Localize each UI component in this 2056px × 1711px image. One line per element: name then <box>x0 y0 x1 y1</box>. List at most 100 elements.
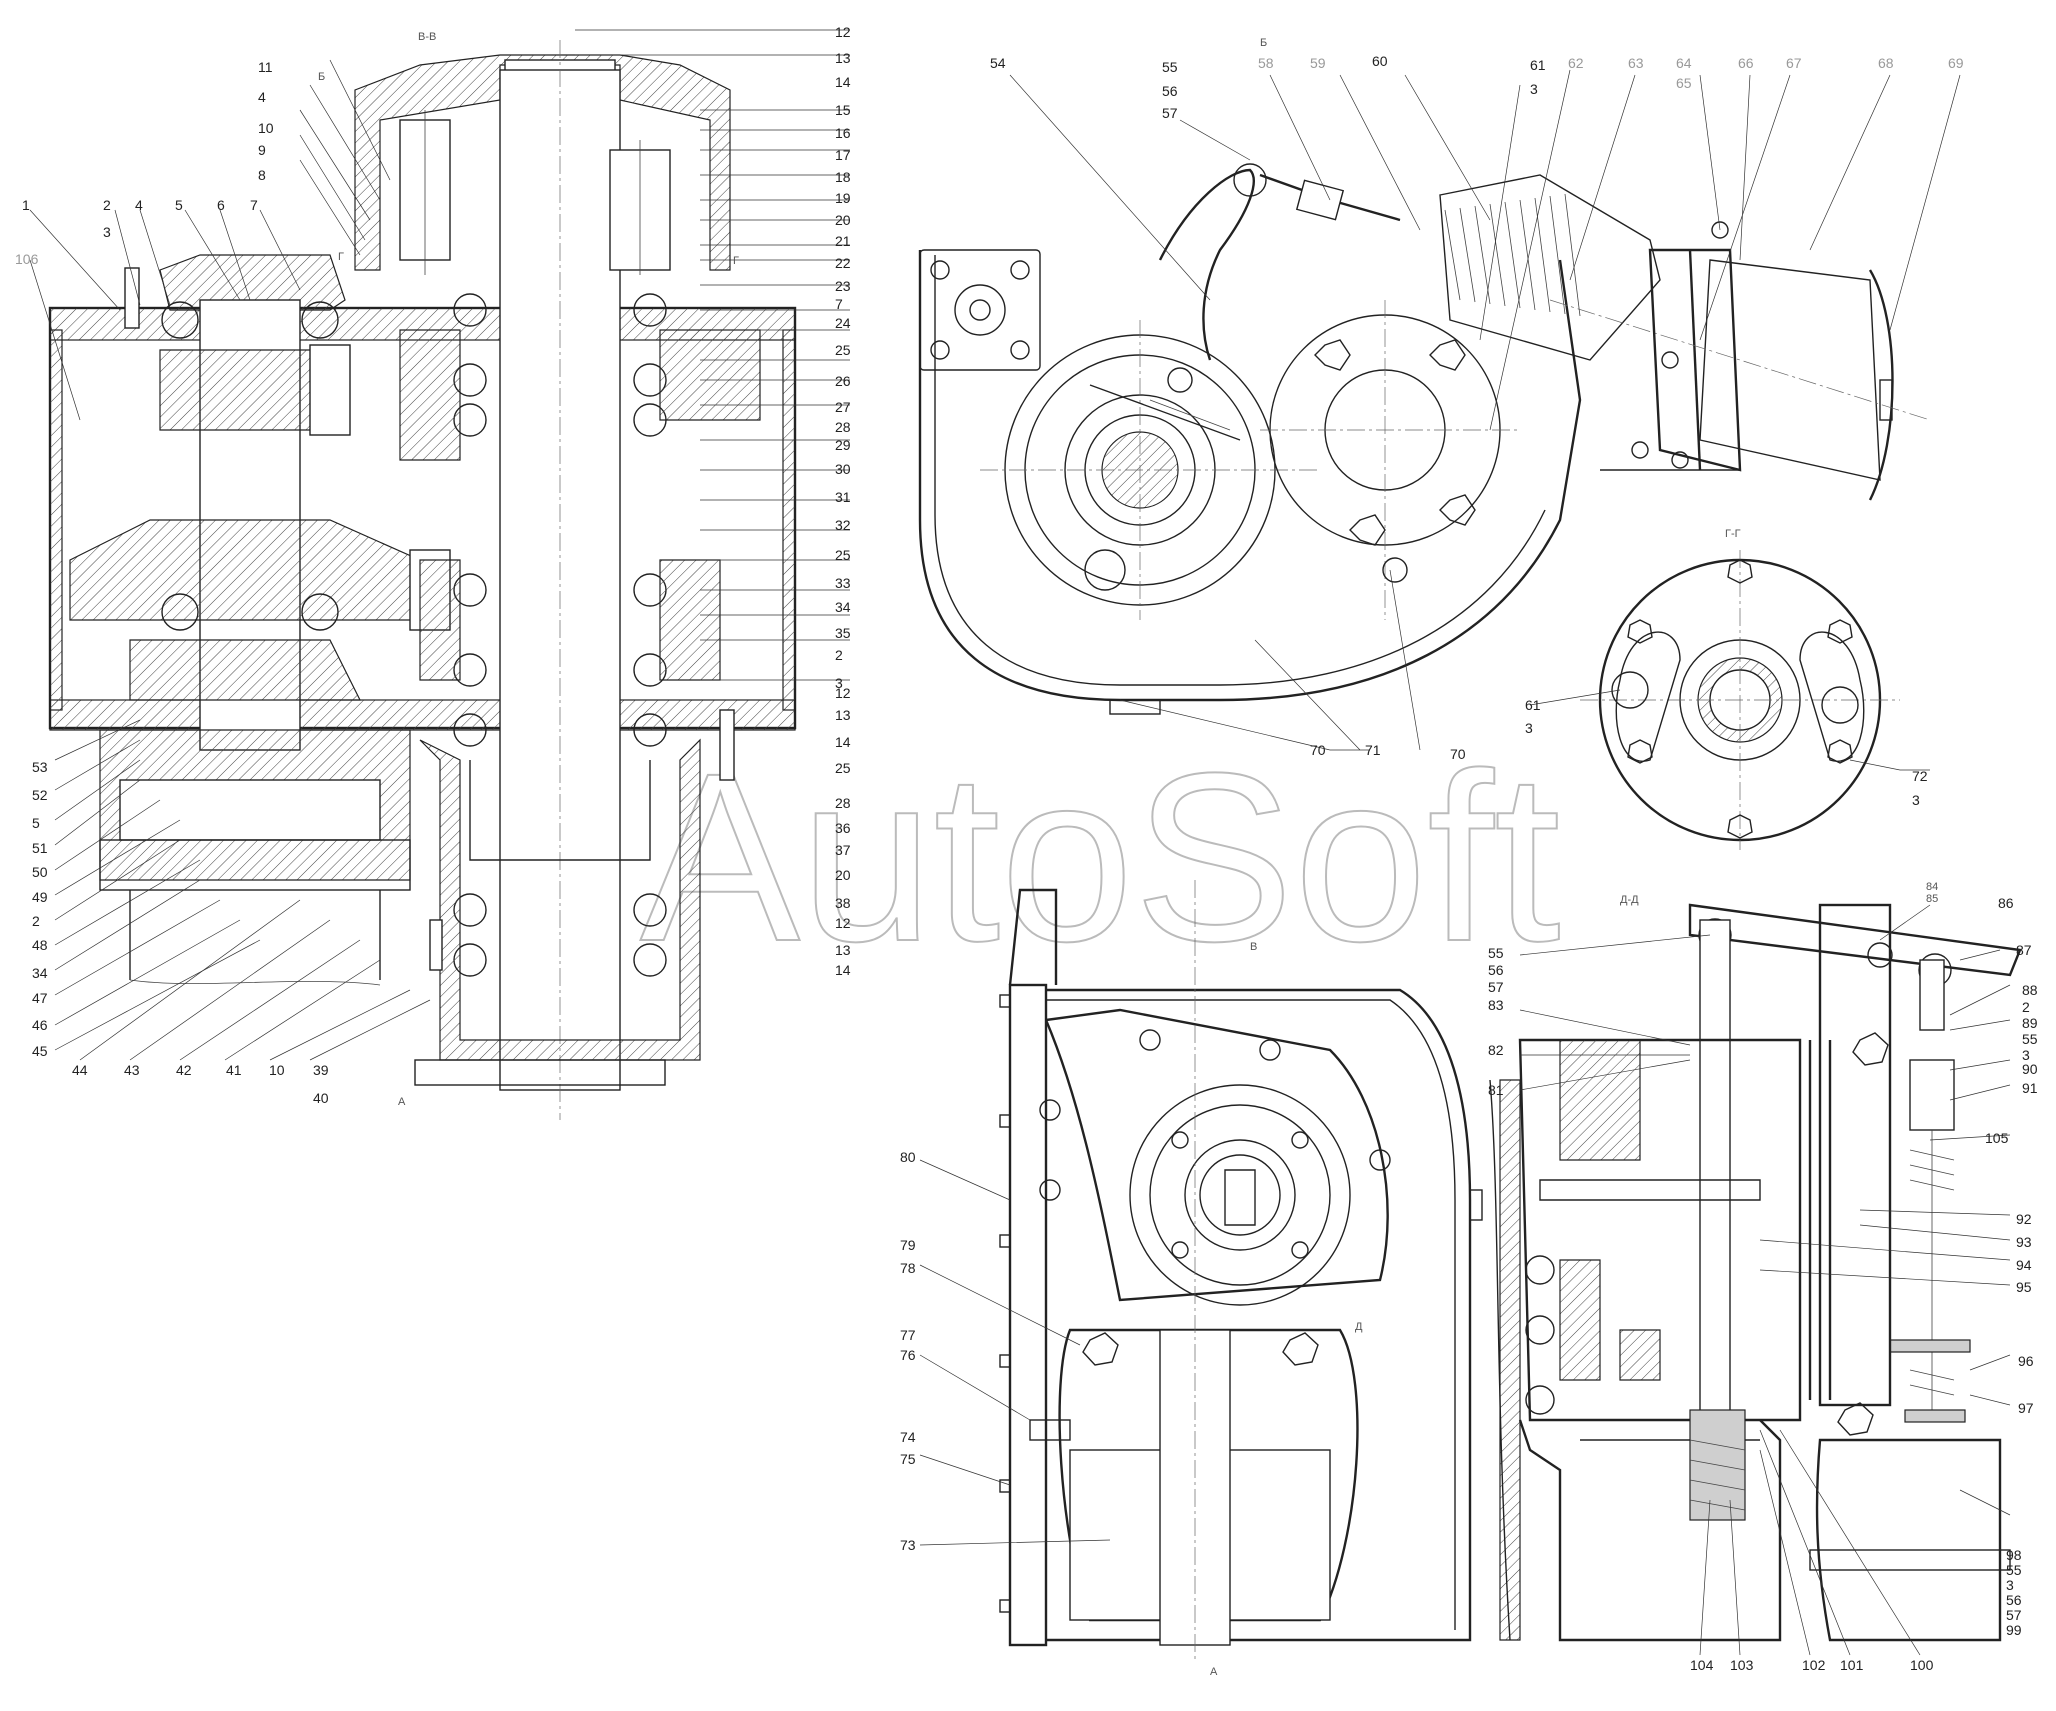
callout: 56 <box>2006 1592 2022 1608</box>
callout: 50 <box>32 864 48 880</box>
callout: 94 <box>2016 1257 2032 1273</box>
section-labels: В-В Б Б Г-Г Д-Д Г Г А В Д А <box>318 31 1741 1678</box>
section-bb-view <box>48 40 797 1120</box>
callout: 16 <box>835 125 851 141</box>
callout: 84 <box>1926 881 1938 893</box>
mark-g-left: Г <box>338 251 344 263</box>
callout: 54 <box>990 55 1006 71</box>
callout: 103 <box>1730 1657 1754 1673</box>
callout: 60 <box>1372 53 1388 69</box>
callout: 80 <box>900 1149 916 1165</box>
callout: 5 <box>32 815 40 831</box>
section-gg-label: Г-Г <box>1725 528 1741 540</box>
callout: 32 <box>835 517 851 533</box>
callout: 47 <box>32 990 48 1006</box>
callout: 98 <box>2006 1547 2022 1563</box>
callout: 89 <box>2022 1015 2038 1031</box>
callout: 28 <box>835 419 851 435</box>
callout: 61 <box>1525 697 1541 713</box>
callout: 85 <box>1926 893 1938 905</box>
mark-g-right: Г <box>733 255 739 267</box>
callout: 88 <box>2022 982 2038 998</box>
callout: 44 <box>72 1062 88 1078</box>
callout: 39 <box>313 1062 329 1078</box>
callout: 13 <box>835 50 851 66</box>
callout: 7 <box>835 296 843 312</box>
callout: 12 <box>835 685 851 701</box>
leaders-view-dd <box>1519 904 2011 1656</box>
callout: 46 <box>32 1017 48 1033</box>
callout: 10 <box>258 120 274 136</box>
callout: 40 <box>313 1090 329 1106</box>
callout: 56 <box>1162 83 1178 99</box>
callout: 57 <box>2006 1607 2022 1623</box>
callout: 9 <box>258 142 266 158</box>
callout: 20 <box>835 867 851 883</box>
mark-a: А <box>398 1096 406 1108</box>
callout: 61 <box>1530 57 1546 73</box>
callout: 10 <box>269 1062 285 1078</box>
callout: 4 <box>135 197 143 213</box>
callout: 97 <box>2018 1400 2034 1416</box>
callout: 74 <box>900 1429 916 1445</box>
callout: 7 <box>250 197 258 213</box>
callout: 18 <box>835 169 851 185</box>
callout: 92 <box>2016 1211 2032 1227</box>
callout: 93 <box>2016 1234 2032 1250</box>
view-b <box>918 163 1931 715</box>
callout: 100 <box>1910 1657 1934 1673</box>
callout: 75 <box>900 1451 916 1467</box>
callouts-view-b: 54 55 56 57 58 59 60 61 3 62 63 64 65 66… <box>990 53 1964 762</box>
callouts-bottom-row: 44 43 42 41 10 39 40 <box>72 1062 329 1106</box>
callouts-view-gg: 61 3 72 3 <box>1525 697 1928 808</box>
callout: 27 <box>835 399 851 415</box>
callout: 35 <box>835 625 851 641</box>
callout: 4 <box>258 89 266 105</box>
callout: 33 <box>835 575 851 591</box>
callout: 3 <box>2022 1047 2030 1063</box>
callout: 2 <box>2022 999 2030 1015</box>
callout: 68 <box>1878 55 1894 71</box>
leaders-left <box>29 29 850 1061</box>
view-a <box>999 880 1483 1660</box>
callout: 86 <box>1998 895 2014 911</box>
callouts-left-top: 11 4 10 9 8 <box>258 59 274 183</box>
callout: 25 <box>835 342 851 358</box>
callout: 2 <box>103 197 111 213</box>
mark-v: В <box>1250 941 1257 953</box>
callout: 90 <box>2022 1061 2038 1077</box>
callout: 57 <box>1162 105 1178 121</box>
callout: 83 <box>1488 997 1504 1013</box>
callout: 76 <box>900 1347 916 1363</box>
callout: 91 <box>2022 1080 2038 1096</box>
view-gg <box>1529 550 1930 850</box>
callout: 56 <box>1488 962 1504 978</box>
callout: 3 <box>103 224 111 240</box>
callout: 99 <box>2006 1622 2022 1638</box>
mark-b-left: Б <box>318 71 325 83</box>
callouts-view-a: 80 79 78 77 76 74 75 73 <box>900 1149 916 1553</box>
callout: 24 <box>835 315 851 331</box>
callout: 77 <box>900 1327 916 1343</box>
callout: 29 <box>835 437 851 453</box>
callout: 53 <box>32 759 48 775</box>
callout: 31 <box>835 489 851 505</box>
callout: 2 <box>835 647 843 663</box>
callout: 79 <box>900 1237 916 1253</box>
callouts-right-col: 1213141516171819202122237242526272829303… <box>835 24 851 978</box>
callout: 41 <box>226 1062 242 1078</box>
mark-a-bottom: А <box>1210 1666 1218 1678</box>
callout: 34 <box>32 965 48 981</box>
callout: 105 <box>1985 1130 2009 1146</box>
callout: 12 <box>835 24 851 40</box>
watermark: AutoSoft <box>640 723 1561 991</box>
callout: 6 <box>217 197 225 213</box>
callout: 70 <box>1450 746 1466 762</box>
callout: 3 <box>835 675 843 691</box>
callout: 58 <box>1258 55 1274 71</box>
callout: 3 <box>2006 1577 2014 1593</box>
callout: 96 <box>2018 1353 2034 1369</box>
callout: 95 <box>2016 1279 2032 1295</box>
